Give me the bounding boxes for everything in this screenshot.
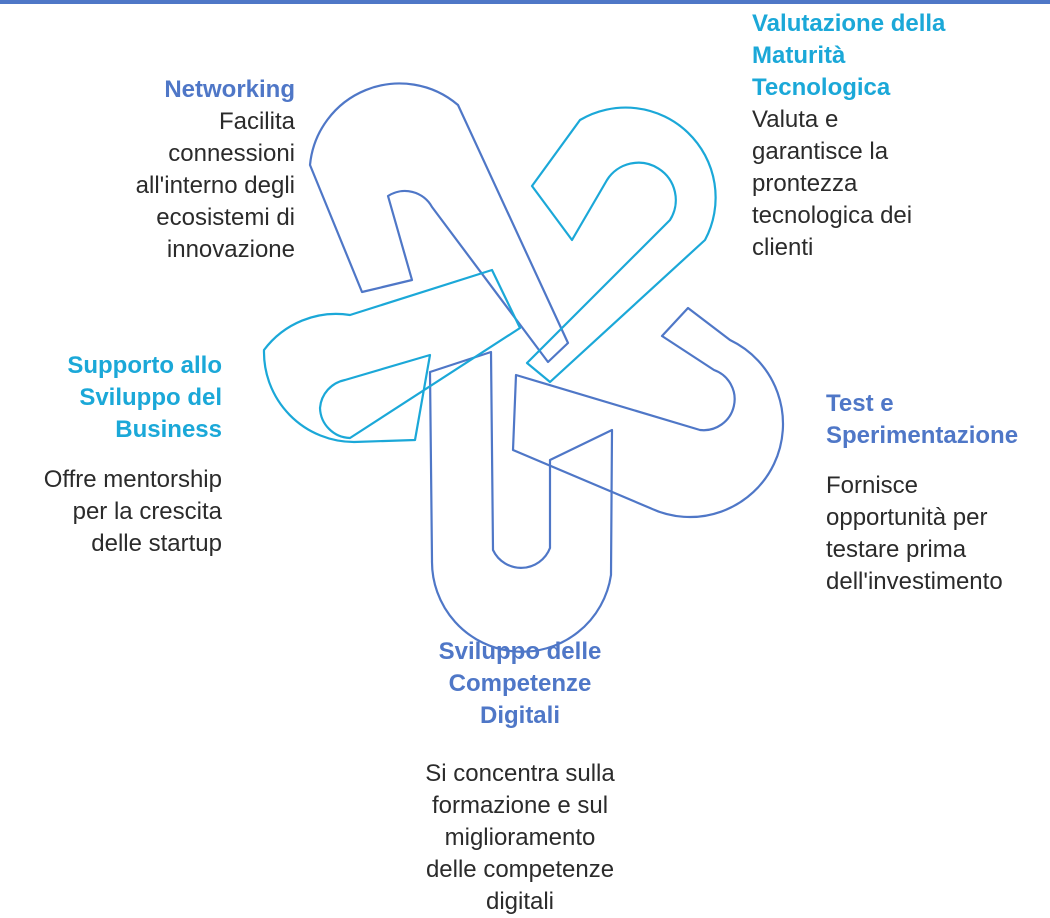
valutazione-desc: Valuta e garantisce la prontezza tecnolo… <box>752 104 1022 264</box>
supporto-title-line: Business <box>115 416 222 443</box>
test-title-line: Sperimentazione <box>826 422 1019 449</box>
valutazione-desc-line: tecnologica dei <box>752 202 913 229</box>
supporto-title-line: Supporto allo <box>67 352 222 379</box>
valutazione-title-line: Maturità <box>752 42 846 69</box>
sviluppo-desc-line: formazione e sul <box>431 792 609 819</box>
valutazione-loop <box>525 106 717 384</box>
test-block: Test e Sperimentazione Fornisce opportun… <box>826 388 1050 598</box>
sviluppo-desc-line: digitali <box>485 888 555 915</box>
test-loop <box>511 306 785 519</box>
supporto-desc-line: per la crescita <box>72 498 222 525</box>
test-desc: Fornisce opportunità per testare prima d… <box>826 470 1050 598</box>
test-title-line: Test e <box>826 390 894 417</box>
sviluppo-title-line: Competenze <box>448 670 592 697</box>
sviluppo-desc-line: miglioramento <box>444 824 596 851</box>
sviluppo-desc-line: delle competenze <box>425 856 615 883</box>
valutazione-desc-line: garantisce la <box>752 138 889 165</box>
test-desc-line: opportunità per <box>826 504 988 531</box>
test-desc-line: Fornisce <box>826 472 919 499</box>
valutazione-desc-line: prontezza <box>752 170 858 197</box>
supporto-desc: Offre mentorship per la crescita delle s… <box>0 464 222 560</box>
supporto-title: Supporto allo Sviluppo del Business <box>0 350 222 446</box>
networking-block: Networking Facilita connessioni all'inte… <box>80 74 295 266</box>
test-title: Test e Sperimentazione <box>826 388 1050 452</box>
networking-desc-line: innovazione <box>166 236 295 263</box>
sviluppo-title-line: Sviluppo delle <box>438 638 602 665</box>
networking-desc: Facilita connessioni all'interno degli e… <box>80 106 295 266</box>
sviluppo-title: Sviluppo delle Competenze Digitali <box>385 636 655 732</box>
supporto-desc-line: Offre mentorship <box>43 466 222 493</box>
valutazione-desc-line: Valuta e <box>752 106 839 133</box>
test-desc-line: dell'investimento <box>826 568 1003 595</box>
networking-desc-line: Facilita <box>218 108 295 135</box>
valutazione-title-line: Tecnologica <box>752 74 891 101</box>
valutazione-title: Valutazione della Maturità Tecnologica <box>752 8 1022 104</box>
supporto-title-line: Sviluppo del <box>79 384 222 411</box>
sviluppo-block: Sviluppo delle Competenze Digitali Si co… <box>385 636 655 918</box>
sviluppo-loop <box>428 350 614 653</box>
supporto-loop <box>262 268 522 444</box>
top-border <box>0 0 1050 4</box>
networking-desc-line: all'interno degli <box>135 172 295 199</box>
sviluppo-title-line: Digitali <box>479 702 560 729</box>
test-desc-line: testare prima <box>826 536 967 563</box>
supporto-desc-line: delle startup <box>91 530 222 557</box>
valutazione-title-line: Valutazione della <box>752 10 946 37</box>
sviluppo-desc: Si concentra sulla formazione e sul migl… <box>385 758 655 918</box>
supporto-block: Supporto allo Sviluppo del Business Offr… <box>0 350 222 560</box>
networking-desc-line: connessioni <box>168 140 295 167</box>
networking-title: Networking <box>164 76 295 103</box>
networking-desc-line: ecosistemi di <box>156 204 295 231</box>
networking-loop <box>308 82 570 364</box>
valutazione-block: Valutazione della Maturità Tecnologica V… <box>752 8 1022 264</box>
sviluppo-desc-line: Si concentra sulla <box>425 760 615 787</box>
valutazione-desc-line: clienti <box>752 234 814 261</box>
